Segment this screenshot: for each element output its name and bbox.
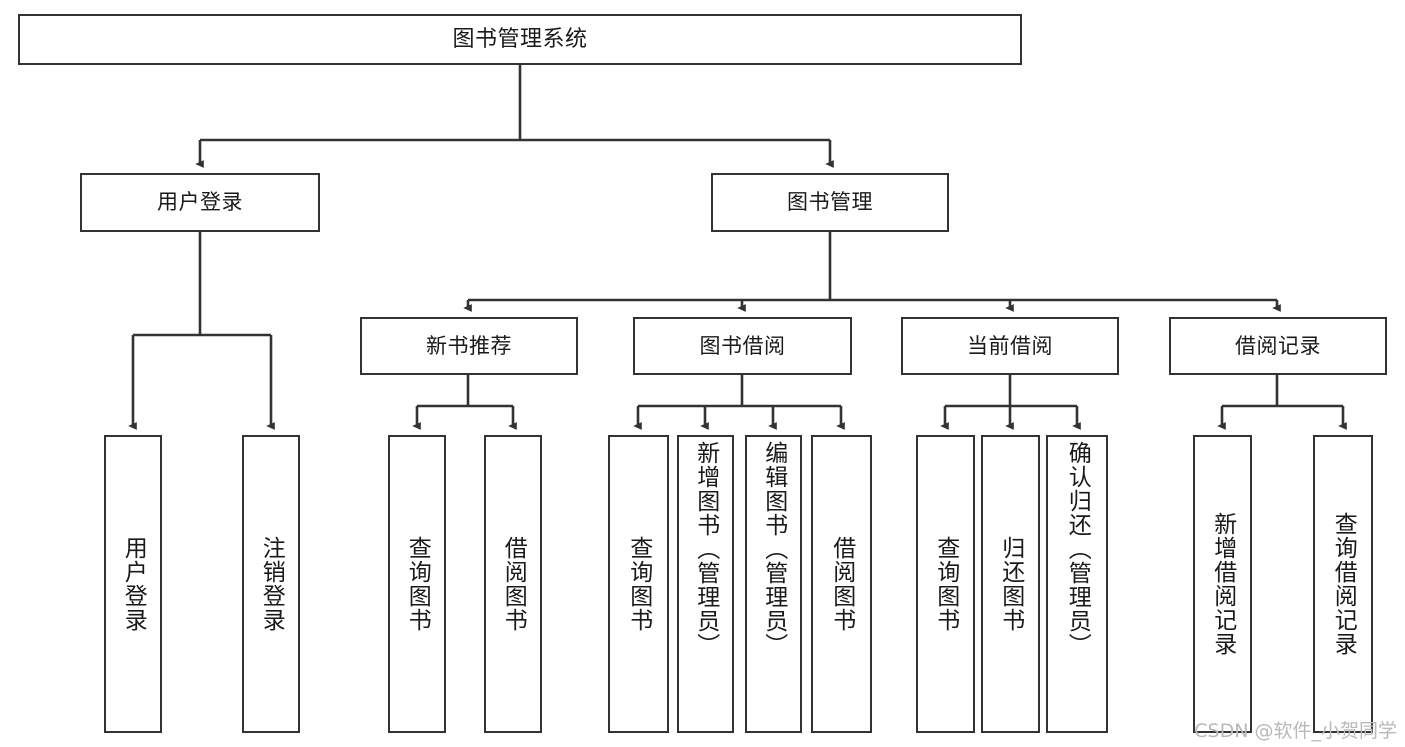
node-label: 编辑图书（管理员）: [760, 441, 787, 657]
node-borrow-record[interactable]: 借阅记录: [1169, 317, 1387, 375]
node-label: 借阅图书: [500, 536, 527, 632]
leaf-user-login[interactable]: 用户登录: [104, 435, 162, 733]
leaf-confirm-return-admin[interactable]: 确认归还（管理员）: [1046, 435, 1108, 733]
node-label: 借阅记录: [1235, 333, 1321, 358]
node-label: 新书推荐: [426, 333, 512, 358]
node-new-book-recommend[interactable]: 新书推荐: [360, 317, 578, 375]
leaf-query-book-newbook[interactable]: 查询图书: [388, 435, 446, 733]
node-label: 注销登录: [258, 536, 285, 632]
csdn-watermark: CSDN @软件_小贺同学: [1194, 720, 1397, 742]
leaf-query-book-current[interactable]: 查询图书: [916, 435, 975, 733]
node-current-borrow[interactable]: 当前借阅: [901, 317, 1119, 375]
node-label: 新增借阅记录: [1209, 512, 1236, 656]
node-label: 借阅图书: [828, 536, 855, 632]
node-label: 查询借阅记录: [1330, 512, 1357, 656]
node-label: 查询图书: [625, 536, 652, 632]
leaf-query-borrow-record[interactable]: 查询借阅记录: [1313, 435, 1373, 733]
node-label: 确认归还（管理员）: [1064, 441, 1091, 657]
node-label: 用户登录: [157, 190, 243, 215]
node-label: 图书管理: [787, 190, 873, 215]
leaf-query-book-borrow[interactable]: 查询图书: [608, 435, 669, 733]
node-label: 用户登录: [120, 536, 147, 632]
leaf-logout[interactable]: 注销登录: [242, 435, 300, 733]
leaf-add-borrow-record[interactable]: 新增借阅记录: [1193, 435, 1252, 733]
node-root-book-management-system[interactable]: 图书管理系统: [18, 14, 1022, 65]
leaf-borrow-book-borrow[interactable]: 借阅图书: [811, 435, 872, 733]
node-book-management[interactable]: 图书管理: [711, 173, 949, 232]
node-label: 图书借阅: [699, 333, 786, 358]
node-label: 归还图书: [997, 536, 1024, 632]
node-label: 查询图书: [404, 536, 431, 632]
node-book-borrow[interactable]: 图书借阅: [633, 317, 852, 375]
leaf-add-book-admin[interactable]: 新增图书（管理员）: [677, 435, 734, 733]
node-label: 图书管理系统: [452, 26, 588, 52]
node-label: 查询图书: [932, 536, 959, 632]
leaf-edit-book-admin[interactable]: 编辑图书（管理员）: [745, 435, 802, 733]
node-user-login[interactable]: 用户登录: [80, 173, 320, 232]
leaf-borrow-book-newbook[interactable]: 借阅图书: [484, 435, 542, 733]
node-label: 新增图书（管理员）: [692, 441, 719, 657]
leaf-return-book[interactable]: 归还图书: [981, 435, 1040, 733]
node-label: 当前借阅: [967, 333, 1053, 358]
